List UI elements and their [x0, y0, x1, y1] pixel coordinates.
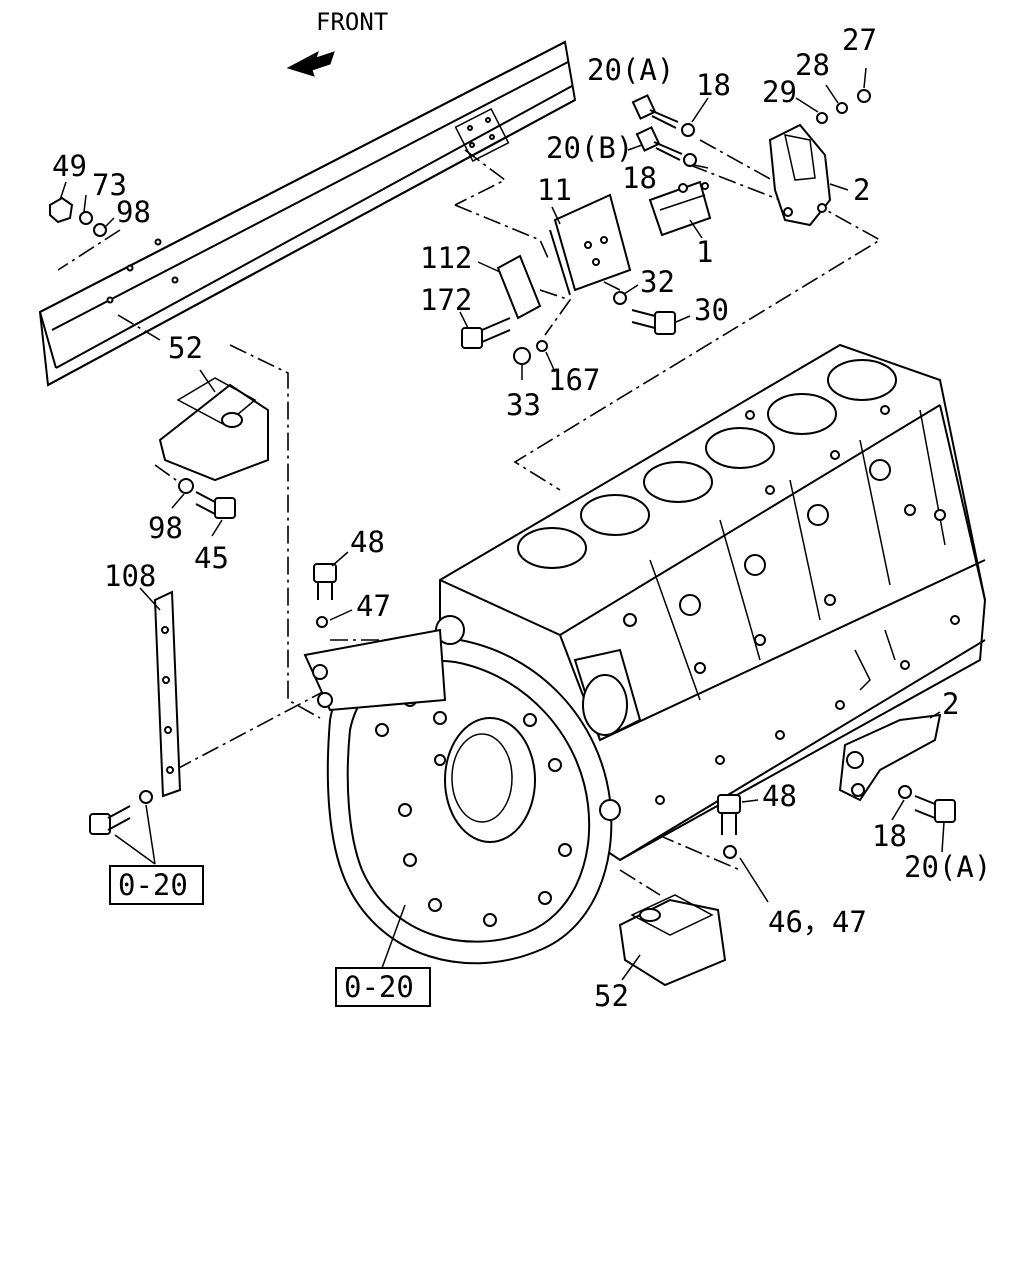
washer-98-mid: [178, 478, 194, 494]
side-bracket-2: [838, 713, 942, 802]
callout-2-top: 2: [853, 173, 870, 207]
washer-46-47: [723, 845, 737, 859]
callout-73: 73: [92, 168, 127, 202]
front-arrow-icon: [286, 50, 335, 77]
frame-rail: [38, 40, 577, 387]
rear-mount-bracket: [768, 123, 832, 227]
callout-29: 29: [762, 75, 797, 109]
rubber-insulator: [648, 180, 712, 237]
cylinder-bores: [517, 359, 897, 569]
nut-49: [49, 196, 74, 224]
callout-2-right: 2: [942, 687, 959, 721]
callout-33: 33: [506, 388, 541, 422]
callout-28: 28: [795, 48, 830, 82]
callout-108: 108: [104, 559, 156, 593]
reference-label-bottom: 0-20: [344, 970, 414, 1004]
washer-left: [139, 790, 153, 804]
bolt-48-top: [313, 563, 337, 600]
washer-18-top: [681, 123, 695, 137]
callout-1: 1: [696, 235, 713, 269]
callout-20a-top: 20(A): [587, 53, 674, 87]
washer-98-top: [93, 223, 107, 237]
callout-49: 49: [52, 149, 87, 183]
washer-18-bottom: [898, 785, 912, 799]
front-mount-left: [158, 377, 269, 482]
callout-18-bottom: 18: [872, 819, 907, 853]
bolt-20a-top: [631, 94, 679, 129]
callout-47: 47: [356, 589, 391, 623]
callout-labels: 27 28 29 20(A) 18 20(B) 18 2 1 11 112 17…: [52, 23, 991, 1013]
support-bar-108: [153, 590, 182, 798]
bracket-112: [496, 254, 542, 320]
front-indicator: FRONT: [286, 8, 388, 77]
callout-52-top: 52: [168, 331, 203, 365]
washer-32: [613, 291, 627, 305]
flywheel-housing: [303, 615, 642, 965]
callout-11: 11: [537, 173, 572, 207]
callout-45: 45: [194, 541, 229, 575]
bolt-20a-bottom: [914, 795, 956, 823]
bolt-48-bottom: [717, 794, 741, 835]
fasteners: [49, 89, 956, 859]
callout-98-mid: 98: [148, 511, 183, 545]
bolt-left-0-20: [89, 805, 131, 835]
callout-20b: 20(B): [546, 131, 633, 165]
bolt-20b: [635, 126, 683, 161]
callout-112: 112: [420, 241, 472, 275]
front-mount-right: [618, 894, 727, 987]
callout-32: 32: [640, 265, 675, 299]
callout-167: 167: [548, 363, 600, 397]
washer-167: [536, 340, 548, 352]
mount-plate: [549, 193, 632, 296]
reference-box-left: 0-20: [109, 865, 204, 905]
washer-28: [836, 102, 848, 114]
reference-label-left: 0-20: [118, 868, 188, 902]
washer-73: [79, 211, 93, 225]
block-ribs: [623, 405, 960, 805]
reference-box-bottom: 0-20: [335, 967, 431, 1007]
callout-46-47: 46，47: [768, 905, 867, 939]
callout-98-top: 98: [116, 195, 151, 229]
washer-47: [316, 616, 328, 628]
callout-48-top: 48: [350, 525, 385, 559]
bolt-45: [195, 491, 236, 519]
callout-172: 172: [420, 283, 472, 317]
callout-52-bottom: 52: [594, 979, 629, 1013]
front-label: FRONT: [316, 8, 388, 36]
nut-27: [857, 89, 871, 103]
washer-29: [816, 112, 828, 124]
callout-48-bottom: 48: [762, 779, 797, 813]
callout-18-mid: 18: [622, 161, 657, 195]
callout-leaders: [59, 67, 945, 981]
callout-18-top: 18: [696, 68, 731, 102]
callout-20a-bottom: 20(A): [904, 850, 991, 884]
nut-33: [513, 347, 531, 365]
bolt-172: [461, 317, 511, 349]
callout-27: 27: [842, 23, 877, 57]
bolt-30: [631, 309, 676, 335]
callout-30: 30: [694, 293, 729, 327]
washer-18-mid: [683, 153, 697, 167]
